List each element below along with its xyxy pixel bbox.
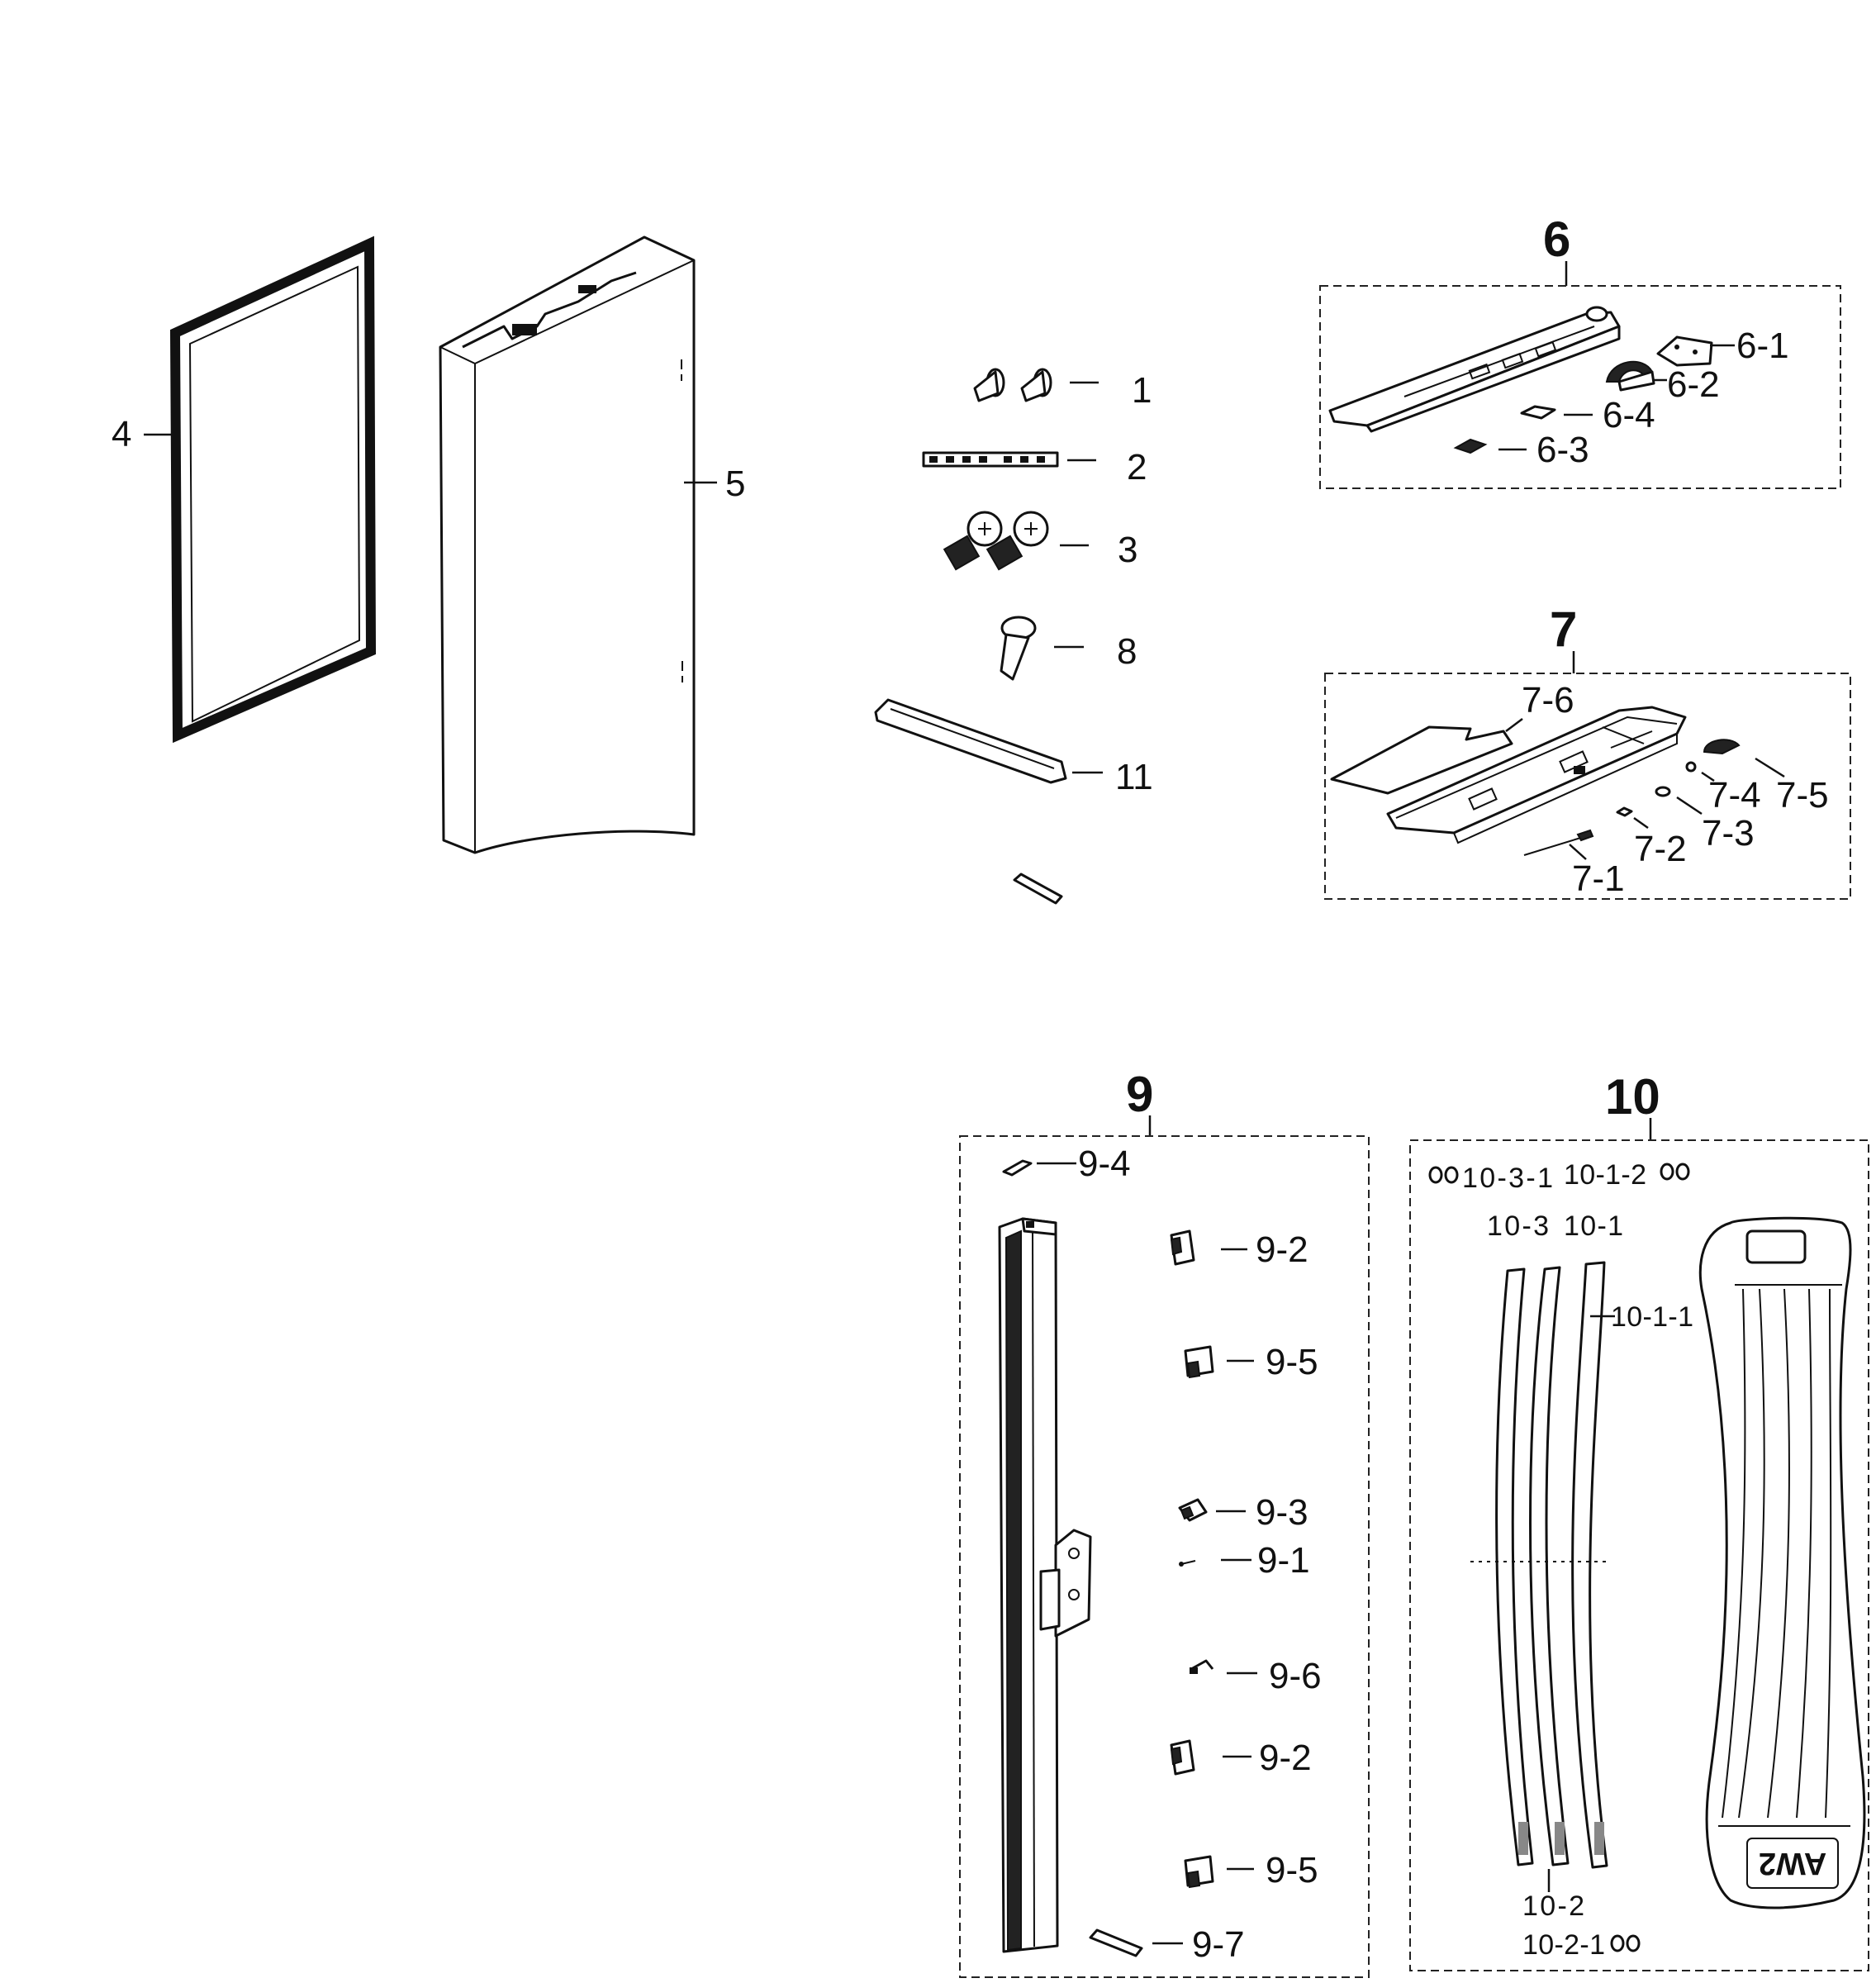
rib-pieces <box>1470 1261 1611 1869</box>
clips-10-2-1 <box>1610 1934 1641 1952</box>
hinge-screws <box>943 511 1049 571</box>
screw-strip <box>922 451 1059 468</box>
callout-6-2: 6-2 <box>1667 364 1720 405</box>
door-trim-bar <box>998 1217 1092 1953</box>
callout-9-5b: 9-5 <box>1266 1850 1318 1890</box>
callout-10-1: 10-1 <box>1564 1210 1623 1242</box>
group-9-title: 9 <box>1126 1067 1153 1122</box>
callout-3: 3 <box>1118 530 1137 570</box>
callout-9-2a: 9-2 <box>1256 1229 1308 1270</box>
callout-10-1-2: 10-1-2 <box>1564 1159 1646 1191</box>
part-9-5-top <box>1184 1345 1214 1379</box>
rib-tray: AW2 <box>1698 1216 1866 1909</box>
part-7-4 <box>1685 761 1697 773</box>
group-6-title: 6 <box>1543 212 1570 267</box>
handle-bar <box>874 698 1067 784</box>
hinge-pins <box>973 368 1052 402</box>
single-screw <box>1000 616 1037 681</box>
callout-1: 1 <box>1132 370 1152 411</box>
callout-9-1: 9-1 <box>1257 1540 1310 1581</box>
callout-10-2-1: 10-2-1 <box>1522 1929 1605 1961</box>
callout-4: 4 <box>112 414 131 454</box>
part-6-1 <box>1656 335 1713 367</box>
clips-10-3-1 <box>1428 1166 1459 1184</box>
small-clip <box>1013 873 1063 905</box>
door-gasket <box>169 235 377 744</box>
callout-10-2: 10-2 <box>1522 1890 1584 1922</box>
callout-6-4: 6-4 <box>1603 395 1655 435</box>
part-6-2 <box>1605 360 1655 392</box>
part-9-3 <box>1178 1498 1208 1522</box>
part-9-7 <box>1089 1928 1143 1957</box>
callout-11: 11 <box>1115 757 1153 797</box>
callout-6-3: 6-3 <box>1536 430 1589 470</box>
group-9-frame <box>959 1135 1370 1978</box>
callout-9-6: 9-6 <box>1269 1656 1322 1696</box>
part-9-6 <box>1190 1659 1214 1674</box>
callout-9-2b: 9-2 <box>1259 1738 1312 1778</box>
part-9-1 <box>1179 1560 1196 1567</box>
part-9-2-bottom <box>1170 1739 1195 1776</box>
part-7-1 <box>1523 829 1594 856</box>
tray-marking: AW2 <box>1759 1846 1826 1881</box>
part-9-2-top <box>1170 1229 1195 1266</box>
callout-9-5a: 9-5 <box>1266 1342 1318 1382</box>
callout-7-4: 7-4 <box>1708 775 1761 816</box>
callout-9-3: 9-3 <box>1256 1492 1308 1533</box>
callout-7-3: 7-3 <box>1702 813 1755 854</box>
group-7-title: 7 <box>1550 602 1577 657</box>
callout-7-2: 7-2 <box>1634 829 1687 869</box>
part-7-3 <box>1655 786 1671 797</box>
callout-10-3-1: 10-3-1 <box>1462 1163 1553 1194</box>
group-10-title: 10 <box>1605 1069 1660 1125</box>
part-6-3 <box>1453 438 1488 454</box>
callout-6-1: 6-1 <box>1736 326 1789 366</box>
group-7-frame <box>1324 673 1851 900</box>
callout-7-1: 7-1 <box>1572 858 1625 899</box>
part-6-4 <box>1520 405 1556 420</box>
part-9-4 <box>1002 1159 1033 1177</box>
callout-8: 8 <box>1117 631 1137 672</box>
part-9-5-bottom <box>1184 1855 1214 1889</box>
clips-10-1-2 <box>1660 1163 1690 1181</box>
callout-7-5: 7-5 <box>1776 775 1829 816</box>
callout-9-4: 9-4 <box>1078 1144 1131 1184</box>
callout-7-6: 7-6 <box>1522 680 1574 720</box>
hinge-cover-6 <box>1328 306 1621 433</box>
callout-2: 2 <box>1127 447 1147 487</box>
door-foam-assembly <box>439 235 696 854</box>
part-7-2 <box>1616 806 1633 817</box>
hinge-cover-7 <box>1330 706 1687 844</box>
callout-9-7: 9-7 <box>1192 1924 1245 1965</box>
group-10-frame <box>1409 1139 1869 1971</box>
callout-10-3: 10-3 <box>1487 1210 1549 1242</box>
part-7-5 <box>1703 739 1741 755</box>
group-6-frame <box>1319 285 1841 489</box>
callout-5: 5 <box>725 464 745 504</box>
callout-10-1-1: 10-1-1 <box>1611 1301 1693 1333</box>
